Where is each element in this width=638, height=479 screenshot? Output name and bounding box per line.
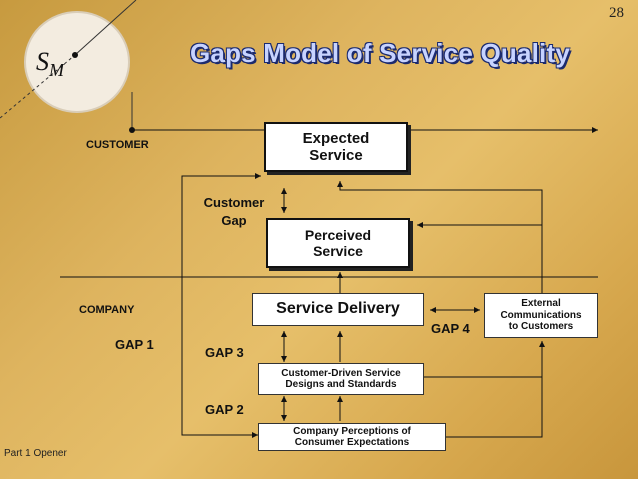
ext-comm-to-expected (337, 181, 543, 293)
company-perceptions-box: Company Perceptions of Consumer Expectat… (258, 423, 446, 451)
gap4-label: GAP 4 (431, 321, 470, 336)
designs-standards-box: Customer-Driven Service Designs and Stan… (258, 363, 424, 395)
footer-text: Part 1 Opener (4, 448, 67, 459)
customer-gap-label: Customer Gap (203, 195, 265, 228)
service-delivery-box: Service Delivery (252, 293, 424, 326)
logo-dot-1 (72, 52, 78, 58)
logo-line-dashed (0, 54, 76, 119)
perceived-service-box: Perceived Service (266, 218, 410, 268)
logo-circle (24, 11, 130, 113)
logo-subscript: M (49, 60, 64, 81)
perceptions-to-ext-comm (446, 341, 545, 438)
external-communications-box: External Communications to Customers (484, 293, 598, 338)
company-label: COMPANY (79, 304, 135, 316)
gap3-label: GAP 3 (205, 345, 244, 360)
expected-service-box: Expected Service (264, 122, 408, 172)
logo-monogram: SM (36, 47, 64, 81)
page-number: 28 (609, 5, 624, 21)
logo-letter: S (36, 47, 49, 76)
slide-title: Gaps Model of Service Quality (189, 38, 571, 68)
gap2-label: GAP 2 (205, 402, 244, 417)
logo-line-diagonal (74, 0, 137, 56)
customer-label: CUSTOMER (86, 139, 149, 151)
gap1-label: GAP 1 (115, 337, 154, 352)
